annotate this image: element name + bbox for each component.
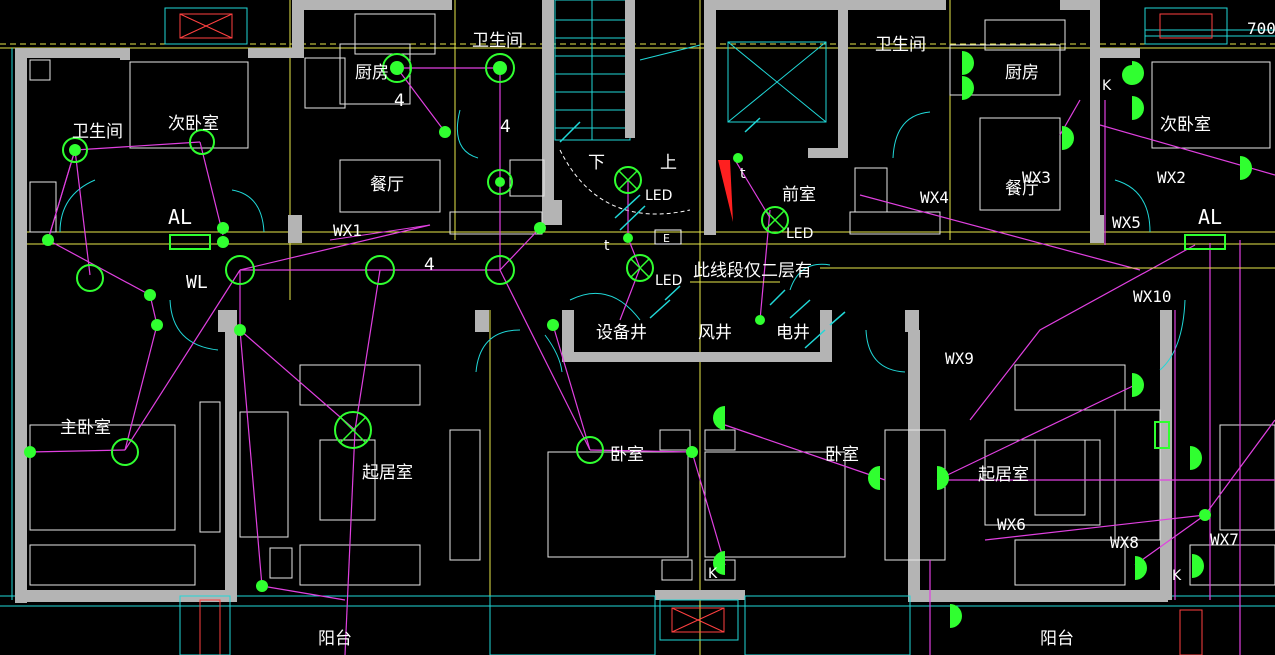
dimension-text: 700 [1247, 19, 1275, 38]
staircase [554, 0, 701, 215]
wire-wx3: WX3 [1022, 168, 1051, 187]
room-second-bedroom-left: 次卧室 [168, 114, 219, 134]
led-label-3: LED [786, 226, 813, 242]
chandelier-icon [334, 411, 372, 449]
room-bathroom-left: 卫生间 [72, 122, 123, 142]
panel-al-left: AL [168, 205, 192, 229]
room-dining-right: 餐厅 [1005, 179, 1039, 199]
e-box-label: E [663, 232, 670, 245]
room-balcony-right: 阳台 [1040, 629, 1074, 649]
room-balcony-left: 阳台 [318, 629, 352, 649]
stair-up-label: 上 [660, 153, 677, 173]
panel-al-right: AL [1198, 205, 1222, 229]
ceiling-lamp-icon [76, 264, 104, 292]
room-second-bedroom-right: 次卧室 [1160, 115, 1211, 135]
switch-arrows [559, 117, 846, 349]
led-label-2: LED [655, 273, 682, 289]
note-second-floor-only: 此线段仅二层有 [693, 261, 812, 281]
room-bathroom-right: 卫生间 [875, 35, 926, 55]
stair-down-label: 下 [588, 153, 605, 173]
room-dining-left: 餐厅 [370, 175, 404, 195]
ceiling-lamp-icon [225, 255, 255, 285]
ceiling-lamp-icon [189, 129, 215, 155]
windows [164, 7, 1228, 655]
led-lamp-icon [626, 254, 654, 282]
mark-k-right-bottom: K [1172, 568, 1182, 584]
ceiling-lamp-icon [485, 53, 515, 83]
room-living-left: 起居室 [362, 463, 413, 483]
walls [15, 0, 1172, 603]
mark-t-left: t [604, 238, 610, 254]
light-fixtures [24, 51, 1252, 628]
panel-wl: WL [186, 272, 208, 293]
wire-wx2: WX2 [1157, 168, 1186, 187]
wire-wx9: WX9 [945, 349, 974, 368]
door-arcs [59, 109, 1186, 373]
room-equipment-shaft: 设备井 [596, 323, 647, 343]
room-kitchen-left: 厨房 [355, 63, 389, 83]
furniture [29, 13, 1275, 586]
labels: 700 卫生间 次卧室 厨房 卫生间 餐厅 下 上 前室 卫生间 厨房 餐厅 次… [60, 19, 1275, 649]
room-master-bedroom: 主卧室 [60, 418, 111, 438]
circuit-count-bath: 4 [500, 117, 511, 137]
wire-wx10: WX10 [1133, 287, 1172, 306]
ceiling-lamp-icon [487, 169, 513, 195]
panel-box-al-left [169, 234, 211, 250]
ceiling-lamp-icon [62, 137, 88, 163]
ceiling-lamp-icon [382, 53, 412, 83]
e-box [654, 229, 682, 245]
wire-wx5: WX5 [1112, 213, 1141, 232]
wire-wx7: WX7 [1210, 530, 1239, 549]
room-electric-shaft: 电井 [776, 323, 810, 343]
wire-wx6: WX6 [997, 515, 1026, 534]
room-air-shaft: 风井 [698, 323, 732, 343]
led-label-1: LED [645, 188, 672, 204]
room-living-right: 起居室 [978, 465, 1029, 485]
wire-wx4: WX4 [920, 188, 949, 207]
room-bedroom-mid-left: 卧室 [610, 445, 644, 465]
ceiling-lamp-icon [576, 436, 604, 464]
wire-wx8: WX8 [1110, 533, 1139, 552]
ceiling-lamp-icon [485, 255, 515, 285]
led-lamp-icon [761, 206, 789, 234]
ceiling-lamp-icon [111, 438, 139, 466]
room-front-room: 前室 [782, 185, 816, 205]
panel-box-al-right [1184, 234, 1226, 250]
panel-box-side [1154, 421, 1170, 449]
ceiling-lamp-icon [365, 255, 395, 285]
led-lamp-icon [614, 166, 642, 194]
circuit-count-corridor: 4 [424, 255, 435, 275]
room-bathroom-mid: 卫生间 [472, 31, 523, 51]
mark-k-left-bottom: K [708, 566, 718, 582]
room-kitchen-right: 厨房 [1005, 63, 1039, 83]
mark-k-right-top: K [1102, 78, 1112, 94]
elevator [727, 41, 827, 123]
mark-t-right: t [740, 166, 746, 182]
circuit-count-kitchen: 4 [394, 91, 405, 111]
wire-wx1: WX1 [333, 221, 362, 240]
room-bedroom-mid-right: 卧室 [825, 445, 859, 465]
red-arrow-icon [718, 160, 733, 222]
